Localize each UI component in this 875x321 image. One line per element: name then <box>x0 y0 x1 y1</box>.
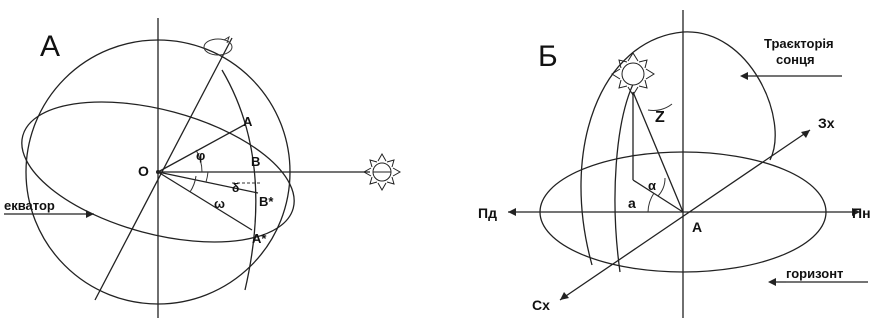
label-o: O <box>138 163 149 179</box>
sun-trajectory <box>580 31 776 266</box>
rotation-arrow-icon <box>203 38 233 56</box>
zenith-arc <box>647 103 673 111</box>
radius-oa-star <box>157 171 253 231</box>
label-south: Пд <box>478 205 497 221</box>
label-phi: φ <box>196 148 205 163</box>
label-alpha: α <box>648 178 656 193</box>
omega-arc <box>189 175 197 193</box>
label-a: A <box>243 114 253 129</box>
sun-to-center <box>632 91 684 213</box>
point-o <box>156 170 160 174</box>
label-north: Пн <box>852 205 871 221</box>
meridian-arc-b <box>614 79 636 273</box>
phi-arc <box>195 149 203 173</box>
horizon-arrowhead-icon <box>768 278 776 286</box>
equator-arrowhead-icon <box>86 210 94 218</box>
radius-oa <box>157 124 245 173</box>
rotation-arrowhead-icon <box>223 35 230 44</box>
label-omega: ω <box>214 196 225 211</box>
south-arrowhead-icon <box>508 208 516 216</box>
sun-path-arrowhead-icon <box>740 72 748 80</box>
alpha-arc <box>657 177 666 197</box>
sun-b-icon <box>611 52 655 96</box>
meridian-arc <box>221 69 257 291</box>
label-sun-path-1: Траєкторія <box>764 36 834 51</box>
label-b-star: B* <box>259 194 274 209</box>
label-zenith: Z <box>655 109 665 126</box>
label-center-a: A <box>692 219 702 235</box>
west-arrowhead-icon <box>801 130 810 138</box>
equator-ellipse <box>21 101 295 243</box>
label-a-lower: a <box>628 195 636 211</box>
label-a-star: A* <box>252 231 267 246</box>
label-horizon: горизонт <box>786 266 843 281</box>
label-delta: δ <box>232 181 239 195</box>
east-west-axis <box>559 129 811 301</box>
label-b: B <box>251 154 260 169</box>
radius-ob-star <box>157 171 259 194</box>
delta-arc <box>205 171 209 183</box>
panel-a: А O A B B* A* φ δ ω <box>4 18 402 318</box>
label-sun-path-2: сонця <box>776 52 815 67</box>
panel-b: Б <box>478 10 871 318</box>
panel-a-title: А <box>40 30 60 63</box>
north-arrowhead-icon <box>852 208 860 216</box>
label-equator: екватор <box>4 198 55 213</box>
east-arrowhead-icon <box>560 292 569 300</box>
sun-icon <box>362 152 402 192</box>
label-west: Зх <box>818 115 835 131</box>
panel-b-title: Б <box>538 40 558 73</box>
a-arc <box>647 192 655 213</box>
label-east: Сх <box>532 297 550 313</box>
